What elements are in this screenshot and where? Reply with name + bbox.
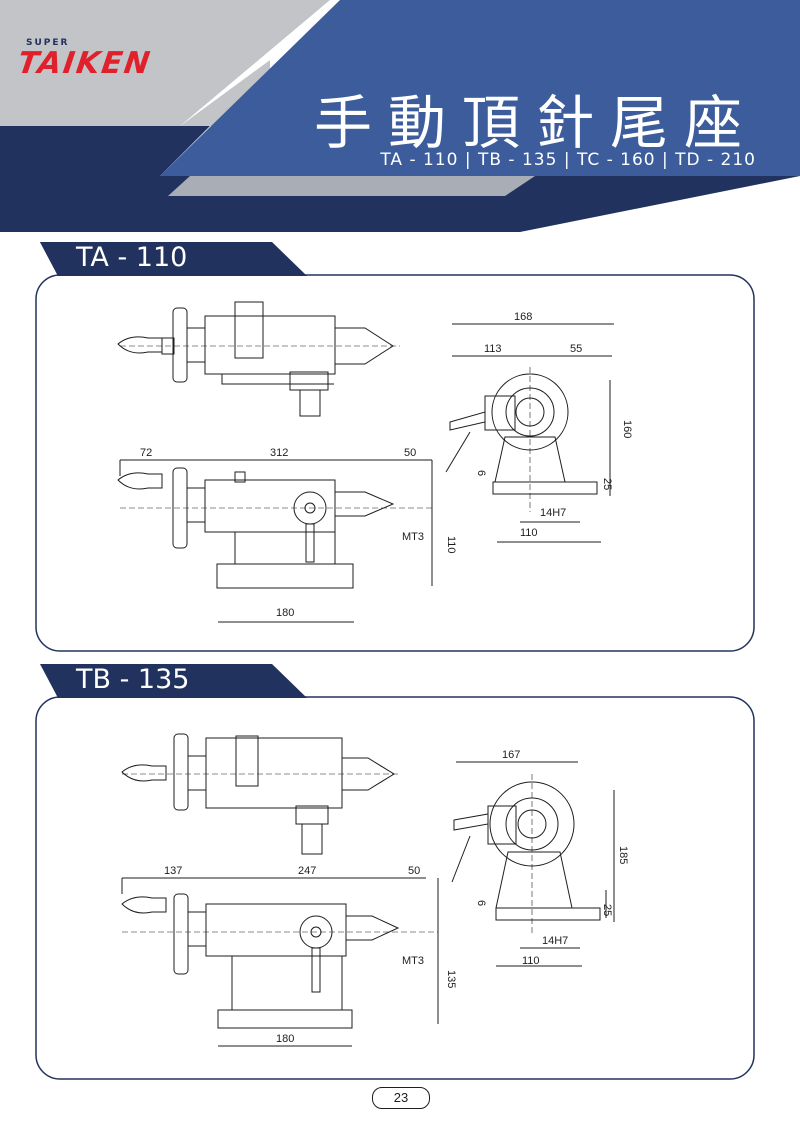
brand-logo: TAIKEN — [15, 46, 154, 81]
dim-base-h-2: 25 — [601, 904, 613, 916]
drawing-panel-ta110: 168 113 55 160 6 25 14H7 110 72 312 50 M… — [35, 274, 755, 652]
dim-center-h-2: 135 — [445, 970, 457, 988]
section-tab-bg-2 — [40, 664, 307, 698]
dim-top-left: 113 — [484, 343, 502, 355]
page-title: 手動頂針尾座 — [313, 89, 758, 157]
dim-top-width: 168 — [514, 311, 532, 323]
dim-base-len: 180 — [276, 607, 294, 619]
dim-top-width-2: 167 — [502, 749, 520, 761]
dim-len-left-2: 137 — [164, 865, 182, 877]
dim-slot-2: 14H7 — [542, 935, 568, 947]
dim-len-right: 50 — [404, 447, 416, 459]
dim-len-mid-2: 247 — [298, 865, 316, 877]
header-banner — [0, 0, 800, 235]
dim-len-left: 72 — [140, 447, 152, 459]
dim-foot-gap-2: 6 — [475, 900, 487, 906]
dim-taper-2: MT3 — [402, 955, 424, 967]
model-list: TA - 110 | TB - 135 | TC - 160 | TD - 21… — [380, 150, 756, 170]
brand-super-text: SUPER — [26, 38, 70, 48]
section-tab-bg — [40, 242, 307, 276]
dim-base-w-2: 110 — [522, 955, 540, 967]
dim-base-h: 25 — [601, 478, 613, 490]
dim-foot-gap: 6 — [475, 470, 487, 476]
dim-base-w: 110 — [520, 527, 538, 539]
dim-taper: MT3 — [402, 531, 424, 543]
section-title-tb135: TB - 135 — [76, 664, 190, 695]
dim-center-h: 110 — [445, 536, 457, 554]
dim-len-mid: 312 — [270, 447, 288, 459]
dim-base-len-2: 180 — [276, 1033, 294, 1045]
dim-height: 160 — [621, 420, 633, 438]
drawing-panel-tb135: 167 185 6 25 14H7 110 137 247 50 MT3 135… — [35, 696, 755, 1080]
dim-top-right: 55 — [570, 343, 582, 355]
dim-slot: 14H7 — [540, 507, 566, 519]
page-number: 23 — [372, 1087, 430, 1109]
dim-len-right-2: 50 — [408, 865, 420, 877]
section-title-ta110: TA - 110 — [76, 242, 188, 273]
dim-height-2: 185 — [617, 846, 629, 864]
